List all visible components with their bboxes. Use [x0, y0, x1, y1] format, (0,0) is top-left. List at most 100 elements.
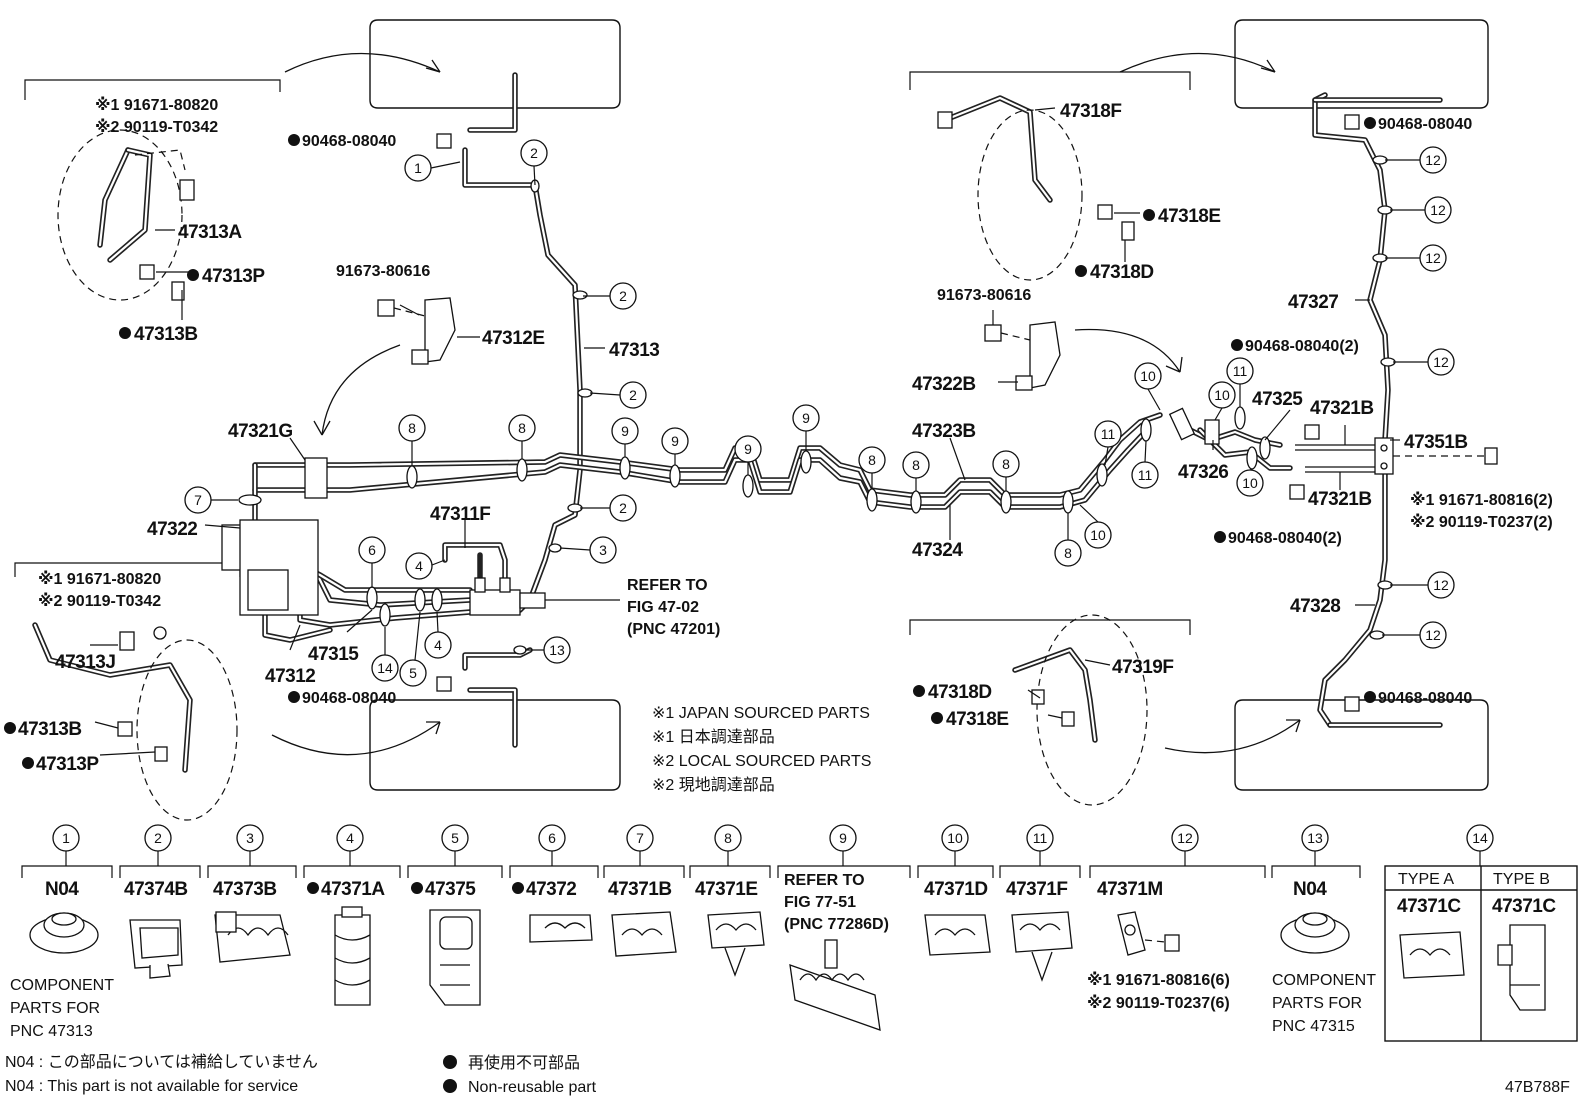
callout-8f: 8 — [1054, 513, 1082, 567]
callout-number: 10 — [1242, 475, 1258, 491]
callout-number: 10 — [1214, 387, 1230, 403]
legend-part-1: N04 — [45, 879, 79, 900]
legend-callouts: 1 2 3 4 5 6 7 8 9 10 11 12 13 14 — [52, 824, 1494, 852]
callout-14: 14 — [371, 627, 399, 682]
refer-line-1: REFER TO — [627, 577, 708, 594]
legend: 1 2 3 4 5 6 7 8 9 10 11 12 13 14 — [10, 824, 1578, 1042]
callout-10b: 10 — [1134, 362, 1162, 411]
bolt-label-right: 91673-80616 — [937, 287, 1031, 304]
callout-10a: 10 — [1079, 504, 1112, 549]
callout-10d: 10 — [1236, 468, 1264, 497]
fastener-jp-top-left: ※1 91671-80820 — [95, 96, 218, 114]
legend-type-a: TYPE A — [1398, 871, 1454, 888]
callout-number: 12 — [1433, 354, 1449, 370]
nonreusable-dot — [512, 882, 524, 894]
callout-2c: 2 — [589, 381, 647, 409]
legend-part-10: 47371D — [924, 879, 988, 900]
label-47318E-top: 47318E — [1158, 206, 1221, 227]
legend-part-4: 47371A — [321, 879, 385, 900]
callout-number: 14 — [377, 660, 393, 676]
legend-number: 10 — [947, 830, 963, 846]
callout-number: 2 — [530, 145, 538, 161]
sourcing-note-4: ※2 現地調達部品 — [652, 776, 775, 794]
callout-number: 1 — [414, 160, 422, 176]
footnote-n04-en: N04 : This part is not available for ser… — [5, 1078, 298, 1095]
callout-number: 5 — [409, 665, 417, 681]
callout-number: 13 — [549, 642, 565, 658]
sourcing-note-2: ※1 日本調達部品 — [652, 728, 775, 746]
label-47318F: 47318F — [1060, 101, 1121, 122]
legend-number: 8 — [724, 830, 732, 846]
nonreusable-dot — [1231, 339, 1243, 351]
footnote-nonreusable-jp: 再使用不可部品 — [468, 1054, 580, 1072]
callout-12b: 12 — [1390, 196, 1452, 224]
callout-number: 8 — [912, 457, 920, 473]
label-47313: 47313 — [609, 340, 659, 361]
callout-number: 4 — [434, 637, 442, 653]
footnote-n04-jp: N04 : この部品については補給していません — [5, 1053, 318, 1071]
legend-part-12: 47371M — [1097, 879, 1163, 900]
legend-part-3: 47373B — [213, 879, 277, 900]
callout-number: 3 — [599, 542, 607, 558]
callout-11b: 11 — [1131, 440, 1159, 489]
label-47322B: 47322B — [912, 374, 976, 395]
callout-6: 6 — [358, 536, 386, 588]
nonreusable-dot — [1143, 209, 1155, 221]
legend-number: 14 — [1472, 830, 1488, 846]
label-47315: 47315 — [308, 644, 359, 665]
legend-brackets — [21, 851, 1578, 1042]
nonreusable-dot — [931, 712, 943, 724]
nonreusable-dot — [187, 269, 199, 281]
label-47321B-top: 47321B — [1310, 398, 1374, 419]
fastener-jp-bot-left: ※1 91671-80820 — [38, 570, 161, 588]
footnotes: N04 : この部品については補給していません N04 : This part … — [5, 1053, 1570, 1096]
callout-12f: 12 — [1382, 621, 1447, 649]
clip-symbols — [436, 114, 1498, 712]
label-47313P-bot: 47313P — [36, 754, 99, 775]
sourcing-notes: ※1 JAPAN SOURCED PARTS ※1 日本調達部品 ※2 LOCA… — [652, 705, 871, 794]
flex-hoses — [32, 95, 1148, 821]
callout-10c: 10 — [1208, 381, 1236, 421]
callout-2d: 2 — [580, 494, 637, 522]
leader-lines — [90, 107, 1400, 756]
callout-number: 9 — [671, 433, 679, 449]
callout-7: 7 — [184, 486, 238, 514]
label-47351B: 47351B — [1404, 432, 1468, 453]
callout-2b: 2 — [583, 282, 637, 310]
callout-number: 2 — [619, 500, 627, 516]
nonreusable-dot — [22, 757, 34, 769]
callout-3: 3 — [559, 536, 617, 564]
callout-number: 12 — [1433, 577, 1449, 593]
label-47313A: 47313A — [178, 222, 242, 243]
legend-part-names: N04 47374B 47373B 47371A 47375 47372 473… — [45, 871, 1557, 933]
callout-number: 2 — [629, 387, 637, 403]
clip-label-r2: 90468-08040(2) — [1245, 338, 1359, 355]
label-47313P-top: 47313P — [202, 266, 265, 287]
callout-number: 11 — [1233, 363, 1248, 379]
callout-number: 10 — [1090, 527, 1106, 543]
legend-drawings: ※1 91671-80816(6) ※2 90119-T0237(6) — [29, 906, 1546, 1031]
legend-12-fastener-local: ※2 90119-T0237(6) — [1087, 994, 1230, 1012]
label-47313J: 47313J — [55, 652, 115, 673]
legend-component-notes: COMPONENT PARTS FOR PNC 47313 COMPONENT … — [10, 972, 1376, 1040]
label-47328: 47328 — [1290, 596, 1340, 617]
fastener-jp-right: ※1 91671-80816(2) — [1410, 491, 1553, 509]
callout-1a: 1 — [404, 154, 461, 182]
component-note-13-line-3: PNC 47315 — [1272, 1018, 1355, 1035]
clip-label-top-left: 90468-08040 — [302, 133, 396, 150]
clip-label-r1: 90468-08040 — [1378, 116, 1472, 133]
label-47319F: 47319F — [1112, 657, 1173, 678]
label-47322: 47322 — [147, 519, 197, 540]
fittings — [304, 407, 1394, 499]
callouts-main: 1 2 2 2 2 3 4 4 5 6 7 8 8 9 9 9 9 8 8 8 … — [184, 139, 1455, 687]
callout-8b: 8 — [508, 414, 536, 459]
legend-number: 9 — [839, 830, 847, 846]
legend-refer-line-1: REFER TO — [784, 872, 865, 889]
callout-8c: 8 — [858, 446, 886, 489]
legend-number: 12 — [1177, 830, 1193, 846]
callout-number: 12 — [1425, 627, 1441, 643]
clip-label-r3: 90468-08040(2) — [1228, 530, 1342, 547]
component-note-1-line-1: COMPONENT — [10, 977, 114, 994]
component-note-13-line-2: PARTS FOR — [1272, 995, 1362, 1012]
